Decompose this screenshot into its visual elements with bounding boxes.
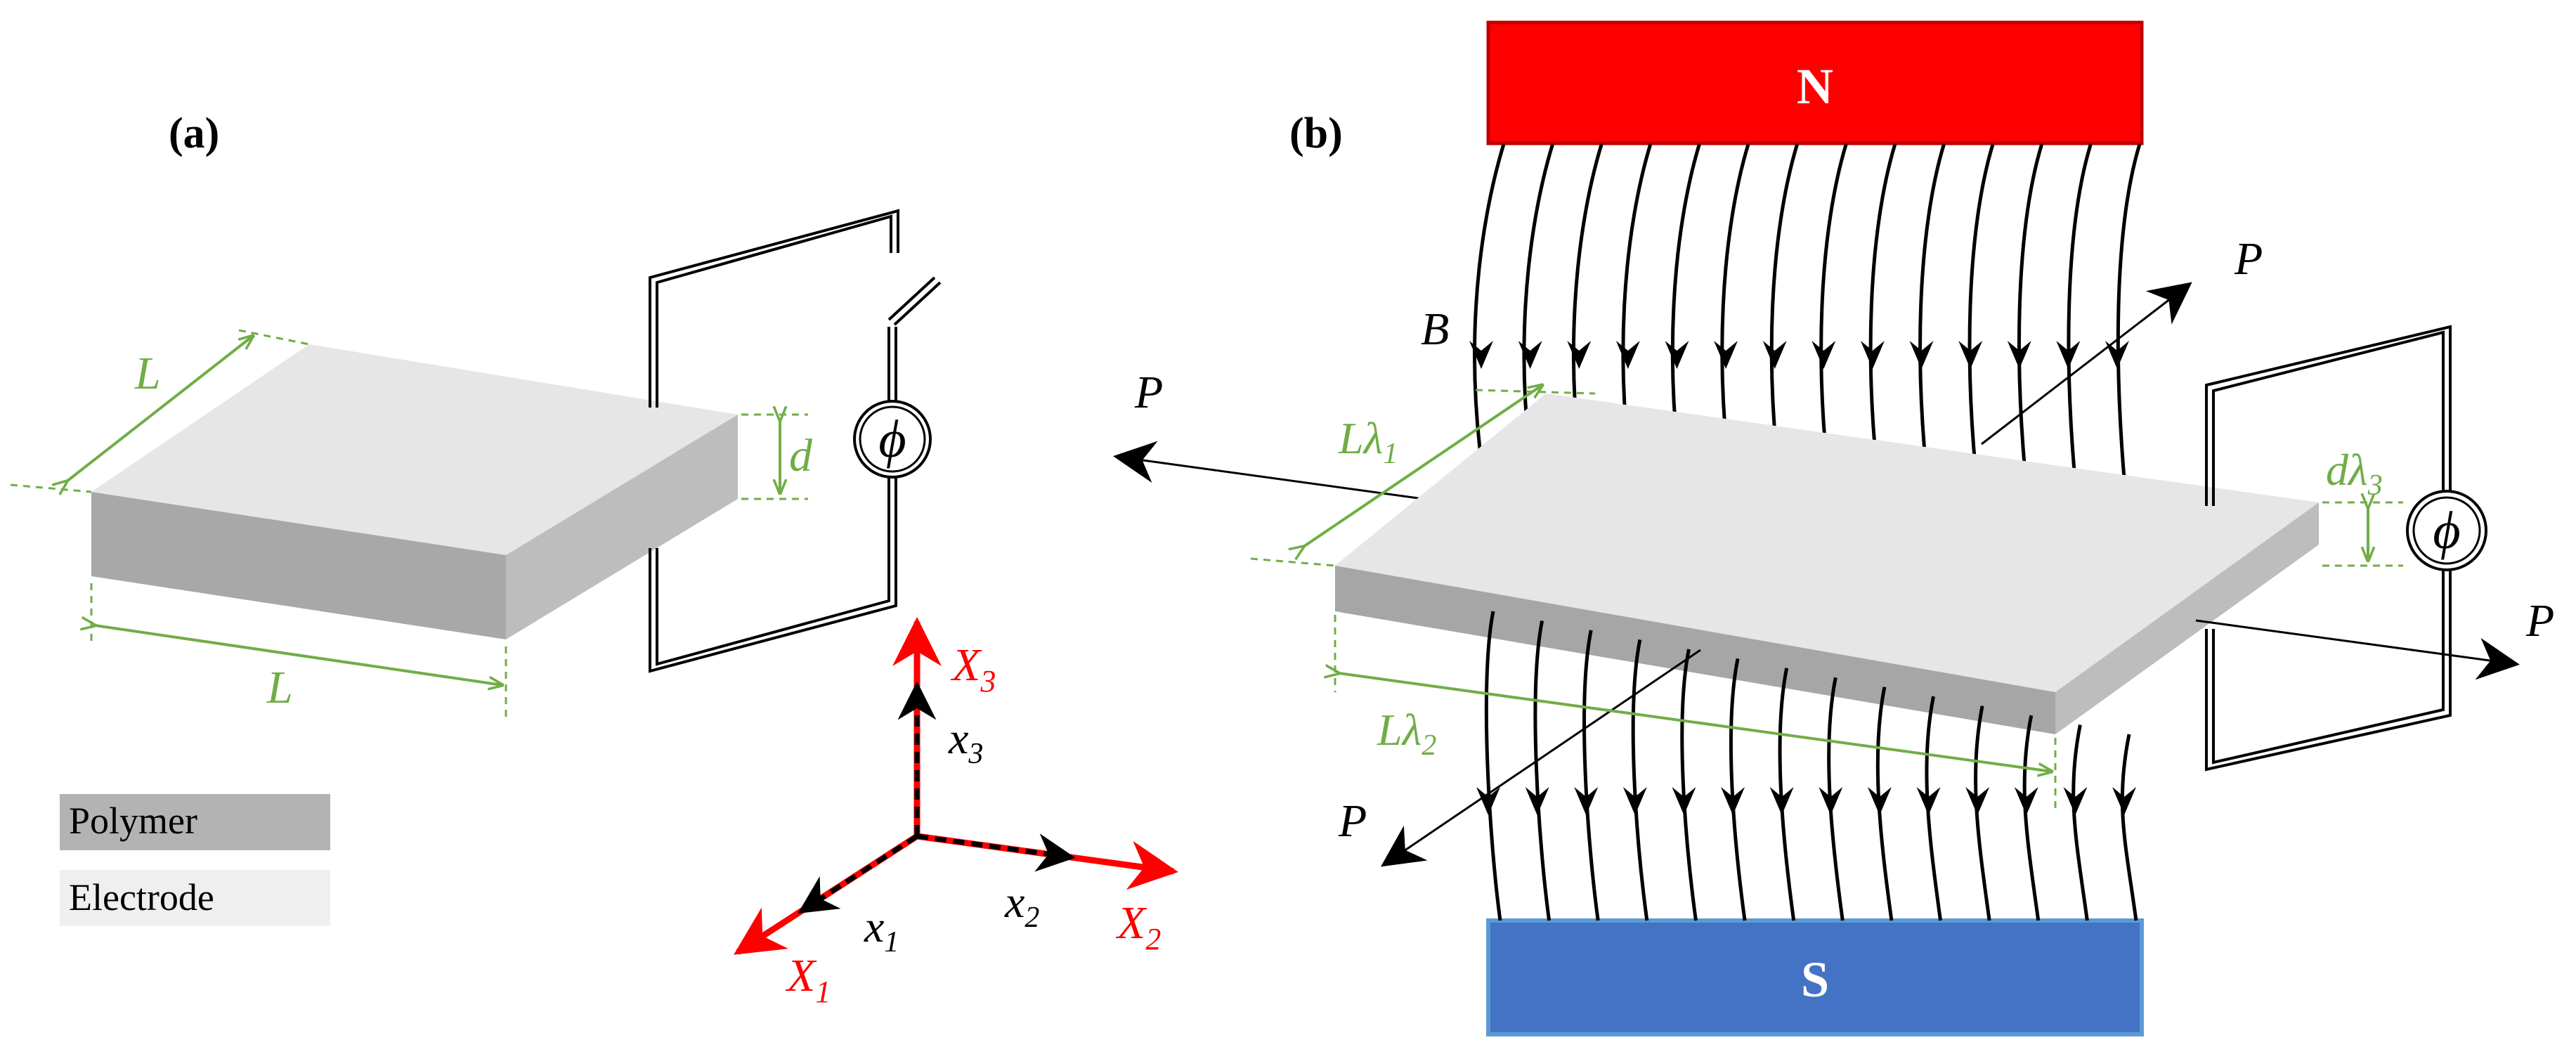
field-line-arrowhead (2063, 787, 2088, 815)
dim-a-L-bottom-label: L (266, 662, 293, 713)
field-line-arrowhead (1622, 787, 1647, 815)
field-line-arrowhead (1916, 787, 1941, 815)
dim-a-d-label: d (789, 430, 813, 481)
field-line-lower (1582, 630, 1600, 921)
dim-b-L2 (1335, 615, 2057, 812)
field-line-arrowhead (1476, 787, 1500, 815)
field-line-arrowhead (1615, 341, 1640, 369)
circuit-b (2205, 325, 2452, 772)
field-line-arrowhead (1762, 341, 1787, 369)
field-line-arrowhead (1769, 787, 1794, 815)
axis-X1-label: X1 (785, 950, 831, 1009)
slab-b-top-face (1335, 394, 2319, 692)
field-B-label: B (1421, 304, 1449, 355)
force-P-back-left: P (1134, 367, 1163, 418)
field-line-arrowhead (1525, 787, 1549, 815)
dim-b-L2-label: Lλ2 (1377, 705, 1436, 762)
magnet-north-label: N (1797, 58, 1833, 115)
axis-x1 (798, 834, 918, 913)
dim-b-L1 (1250, 385, 1596, 567)
field-line-arrowhead (1965, 787, 1990, 815)
dim-a-L-top-label: L (134, 348, 161, 399)
field-line-arrowhead (1567, 341, 1592, 369)
field-line-arrowhead (1574, 787, 1599, 815)
axis-x1-label: x1 (864, 902, 899, 958)
slab-a-front-face (91, 492, 506, 639)
legend-electrode-swatch (60, 870, 330, 926)
circuit-a (649, 209, 942, 673)
field-line-lower (1631, 639, 1649, 921)
magnet-south (1486, 918, 2144, 1036)
magnet-north (1486, 20, 2144, 145)
field-line-arrowhead (2112, 787, 2136, 815)
legend-polymer-label: Polymer (69, 800, 197, 842)
slab-a-side-face (506, 415, 738, 639)
force-P-front-left: P (1338, 795, 1367, 847)
field-line-arrowhead (1518, 341, 1542, 369)
meter-b-symbol: ϕ (2433, 501, 2460, 560)
axis-x2 (916, 833, 1076, 872)
panel-b-label: (b) (1289, 110, 1343, 157)
field-line-lower (1484, 611, 1502, 921)
field-line-arrowhead (1860, 341, 1885, 369)
dim-b-d3-label: dλ3 (2326, 445, 2383, 502)
field-line-arrowhead (1665, 341, 1689, 369)
field-line-arrowhead (1469, 341, 1493, 369)
meter-b (2406, 490, 2487, 571)
field-line-lower (2022, 715, 2041, 921)
field-line-arrowhead (1909, 341, 1934, 369)
field-line-lower (1680, 649, 1698, 921)
dim-a-L-bottom (91, 583, 507, 717)
panel-a-label: (a) (169, 110, 219, 157)
field-line-lower (2071, 724, 2089, 921)
field-line-lower (2120, 734, 2138, 921)
legend-electrode-label: Electrode (69, 876, 214, 918)
field-line-arrowhead (1958, 341, 1983, 369)
slab-b-side-face (2055, 502, 2319, 734)
field-line-arrowhead (1811, 341, 1836, 369)
dim-a-L-top (10, 329, 310, 492)
field-line-arrowhead (1672, 787, 1696, 815)
axis-x3-label: x3 (948, 713, 983, 770)
field-line-arrowhead (1867, 787, 1892, 815)
dim-b-L1-label: Lλ1 (1338, 413, 1398, 470)
force-arrow-front-right (2195, 619, 2520, 680)
dim-b-d3 (2322, 502, 2403, 567)
legend: Polymer Electrode (60, 794, 330, 926)
field-line-arrowhead (2105, 341, 2129, 369)
field-line-lower (1533, 620, 1552, 921)
field-line-arrowhead (2007, 341, 2031, 369)
field-line-upper (2116, 143, 2142, 531)
legend-polymer-swatch (60, 794, 330, 850)
magnet-south-label: S (1801, 951, 1829, 1008)
force-P-back-right: P (2234, 233, 2263, 285)
axis-x2-label: x2 (1004, 877, 1039, 934)
coordinate-axes (734, 617, 1178, 955)
force-arrow-back-right (1981, 282, 2192, 446)
meter-a-symbol: ϕ (878, 410, 906, 469)
force-P-front-right: P (2525, 595, 2554, 646)
field-line-arrowhead (2056, 341, 2081, 369)
meter-a (853, 400, 932, 479)
axis-X2-label: X2 (1115, 897, 1161, 956)
dim-a-d (741, 415, 808, 500)
field-line-arrowhead (1819, 787, 1843, 815)
field-line-upper (2067, 143, 2093, 531)
axis-X3-label: X3 (950, 639, 996, 698)
slab-b (1335, 394, 2319, 734)
slab-a (91, 344, 738, 639)
field-line-arrowhead (1714, 341, 1738, 369)
field-line-arrowhead (1721, 787, 1745, 815)
field-line-arrowhead (2014, 787, 2038, 815)
